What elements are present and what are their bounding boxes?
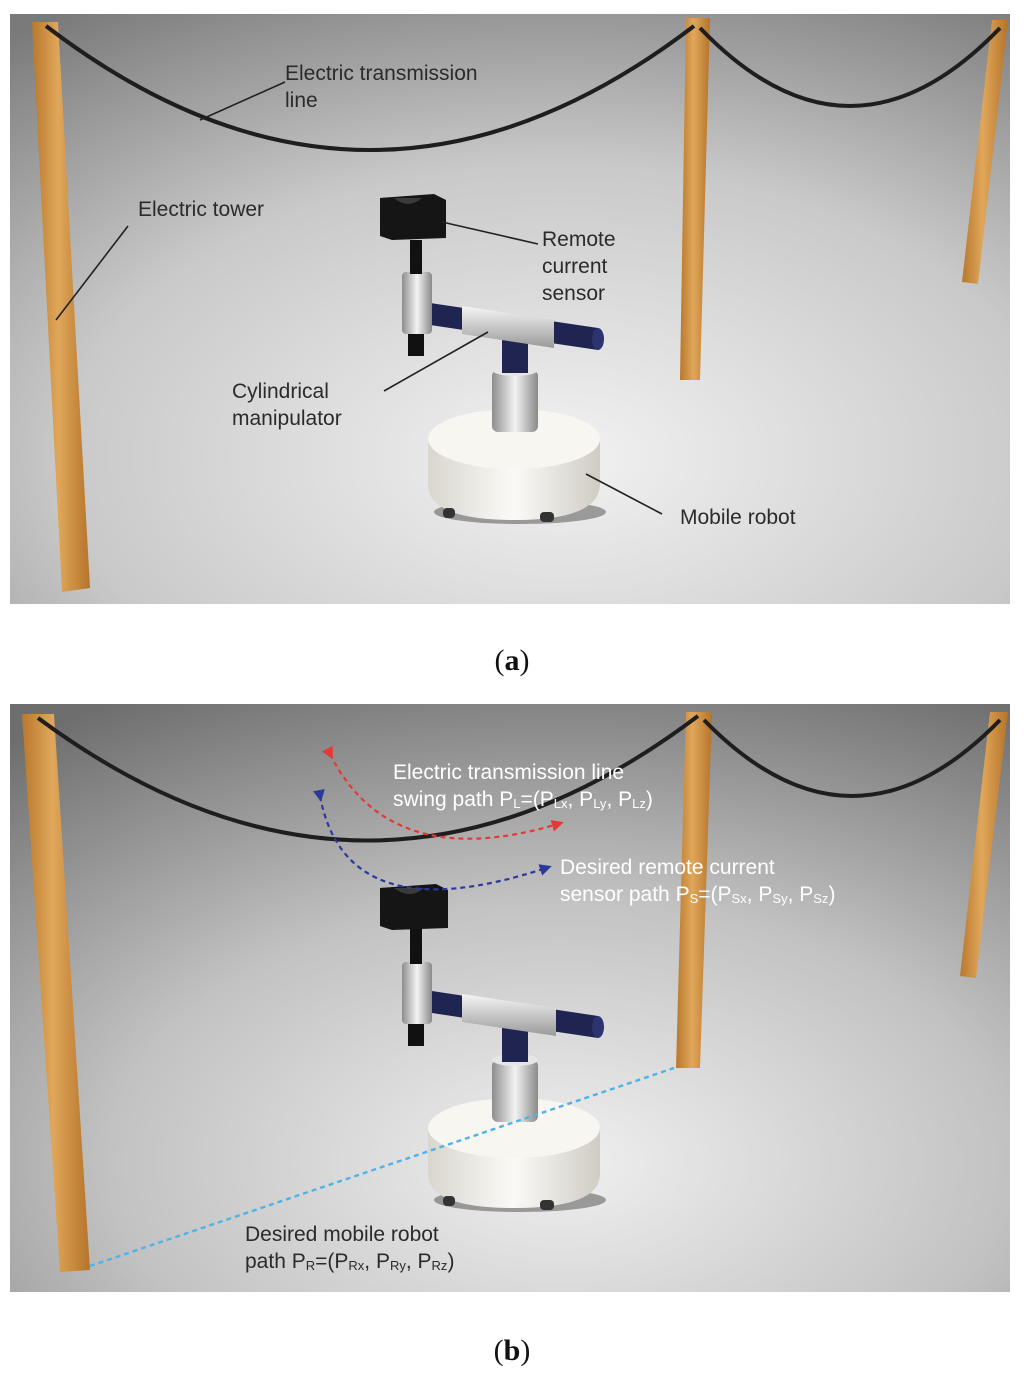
sensor-path-p1: P bbox=[717, 883, 732, 906]
label-transmission-line: Electric transmission line bbox=[285, 60, 478, 114]
sensor-path-arrow bbox=[312, 788, 552, 891]
electric-tower-left bbox=[22, 714, 90, 1272]
robot-path-prefix: path P bbox=[245, 1250, 306, 1273]
electric-tower-right bbox=[960, 712, 1008, 978]
transmission-line-2 bbox=[698, 26, 1002, 108]
robot-path-p3: , P bbox=[405, 1250, 432, 1273]
caption-b: (b) bbox=[493, 1334, 531, 1367]
caption-b-letter: b bbox=[503, 1334, 521, 1367]
label-sensor-path: Desired remote current sensor path PS=(P… bbox=[560, 854, 835, 912]
line-path-s3: Lz bbox=[632, 796, 646, 811]
sensor-path-s1: Sx bbox=[731, 891, 747, 906]
label-remote-current-sensor: Remote current sensor bbox=[542, 226, 616, 307]
label-sensor-3: sensor bbox=[542, 282, 606, 305]
caption-a-letter: a bbox=[504, 644, 520, 677]
label-mobile-robot: Mobile robot bbox=[680, 506, 796, 529]
label-robot-path: Desired mobile robot path PR=(PRx, PRy, … bbox=[245, 1221, 454, 1279]
line-path-s2: Ly bbox=[593, 796, 607, 811]
render-panel-b: Electric transmission line swing path PL… bbox=[10, 704, 1010, 1292]
sensor-path-p2: , P bbox=[746, 883, 773, 906]
robot-path-close: ) bbox=[447, 1250, 455, 1273]
label-line-swing-path-2: swing path PL=(PLx, PLy, PLz) bbox=[393, 788, 653, 811]
label-manipulator-1: Cylindrical bbox=[232, 380, 329, 403]
remote-current-sensor bbox=[380, 194, 446, 240]
line-path-s1: Lx bbox=[553, 796, 568, 811]
sensor-path-s2: Sy bbox=[772, 891, 788, 906]
label-line-swing-path-1: Electric transmission line bbox=[393, 761, 625, 784]
transmission-line bbox=[44, 24, 696, 152]
render-panel-a: Electric transmission line Electric towe… bbox=[10, 14, 1010, 604]
line-path-sym: L bbox=[513, 796, 521, 811]
scene-b bbox=[10, 704, 1010, 1292]
label-cylindrical-manipulator: Cylindrical manipulator bbox=[232, 378, 342, 432]
label-sensor-2: current bbox=[542, 255, 608, 278]
electric-tower-right bbox=[962, 20, 1008, 284]
robot-path-line bbox=[89, 1066, 675, 1268]
line-path-p2: , P bbox=[567, 788, 594, 811]
robot-path-p1: P bbox=[334, 1250, 349, 1273]
sensor-path-s3: Sz bbox=[813, 891, 829, 906]
transmission-line-2 bbox=[702, 718, 1002, 798]
remote-current-sensor bbox=[380, 884, 448, 930]
caption-a: (a) bbox=[494, 644, 530, 677]
label-transmission-line-2: line bbox=[285, 89, 318, 112]
line-path-p1: P bbox=[539, 788, 554, 811]
robot-path-s2: Ry bbox=[389, 1258, 406, 1273]
label-electric-tower: Electric tower bbox=[138, 198, 265, 221]
label-sensor-path-2: sensor path PS=(PSx, PSy, PSz) bbox=[560, 883, 836, 906]
label-line-swing-path: Electric transmission line swing path PL… bbox=[393, 759, 653, 817]
sensor-path-p3: , P bbox=[787, 883, 814, 906]
robot-path-sym: R bbox=[305, 1258, 316, 1273]
sensor-path-sym: S bbox=[689, 891, 699, 906]
electric-tower-middle bbox=[680, 18, 710, 380]
scene-a bbox=[10, 14, 1010, 604]
label-robot-path-2: path PR=(PRx, PRy, PRz) bbox=[245, 1250, 455, 1273]
label-sensor-path-1: Desired remote current bbox=[560, 856, 775, 879]
line-path-p3: , P bbox=[606, 788, 633, 811]
electric-tower-middle bbox=[676, 712, 712, 1068]
label-sensor-1: Remote bbox=[542, 228, 616, 251]
electric-tower-left bbox=[32, 22, 90, 592]
line-path-prefix: swing path P bbox=[393, 788, 514, 811]
robot-path-s1: Rx bbox=[348, 1258, 365, 1273]
robot-path-p2: , P bbox=[364, 1250, 390, 1273]
label-robot-path-1: Desired mobile robot bbox=[245, 1223, 439, 1246]
sensor-path-prefix: sensor path P bbox=[560, 883, 690, 906]
label-manipulator-2: manipulator bbox=[232, 407, 342, 430]
label-transmission-line-1: Electric transmission bbox=[285, 62, 478, 85]
line-path-close: ) bbox=[645, 788, 653, 811]
robot-path-s3: Rz bbox=[431, 1258, 448, 1273]
sensor-path-close: ) bbox=[828, 883, 836, 906]
